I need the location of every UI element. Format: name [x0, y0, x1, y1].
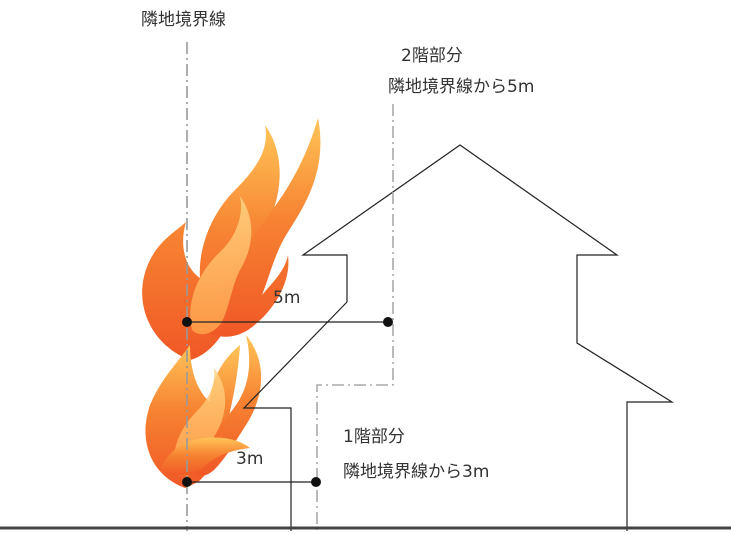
distance-3m-label: 3m — [236, 449, 264, 469]
boundary-line-label: 隣地境界線 — [141, 10, 226, 30]
house-upper-roof — [301, 144, 675, 531]
setback-line — [316, 104, 394, 531]
distance-5m-label: 5m — [273, 288, 301, 308]
point-boundary-3m — [182, 477, 192, 487]
flame-low-tongue — [160, 437, 250, 476]
floor1-description: 隣地境界線から3m — [343, 462, 490, 482]
flame-upper-core — [190, 196, 252, 335]
point-boundary-5m — [182, 317, 192, 327]
house-outline — [242, 144, 675, 531]
flame-upper-left — [142, 125, 280, 360]
point-house-5m — [383, 317, 393, 327]
house-lower-roof — [242, 301, 348, 531]
floor2-title: 2階部分 — [401, 46, 463, 66]
flames — [142, 118, 321, 488]
floor2-description: 隣地境界線から5m — [388, 77, 535, 97]
point-house-3m — [311, 477, 321, 487]
floor1-title: 1階部分 — [343, 427, 405, 447]
